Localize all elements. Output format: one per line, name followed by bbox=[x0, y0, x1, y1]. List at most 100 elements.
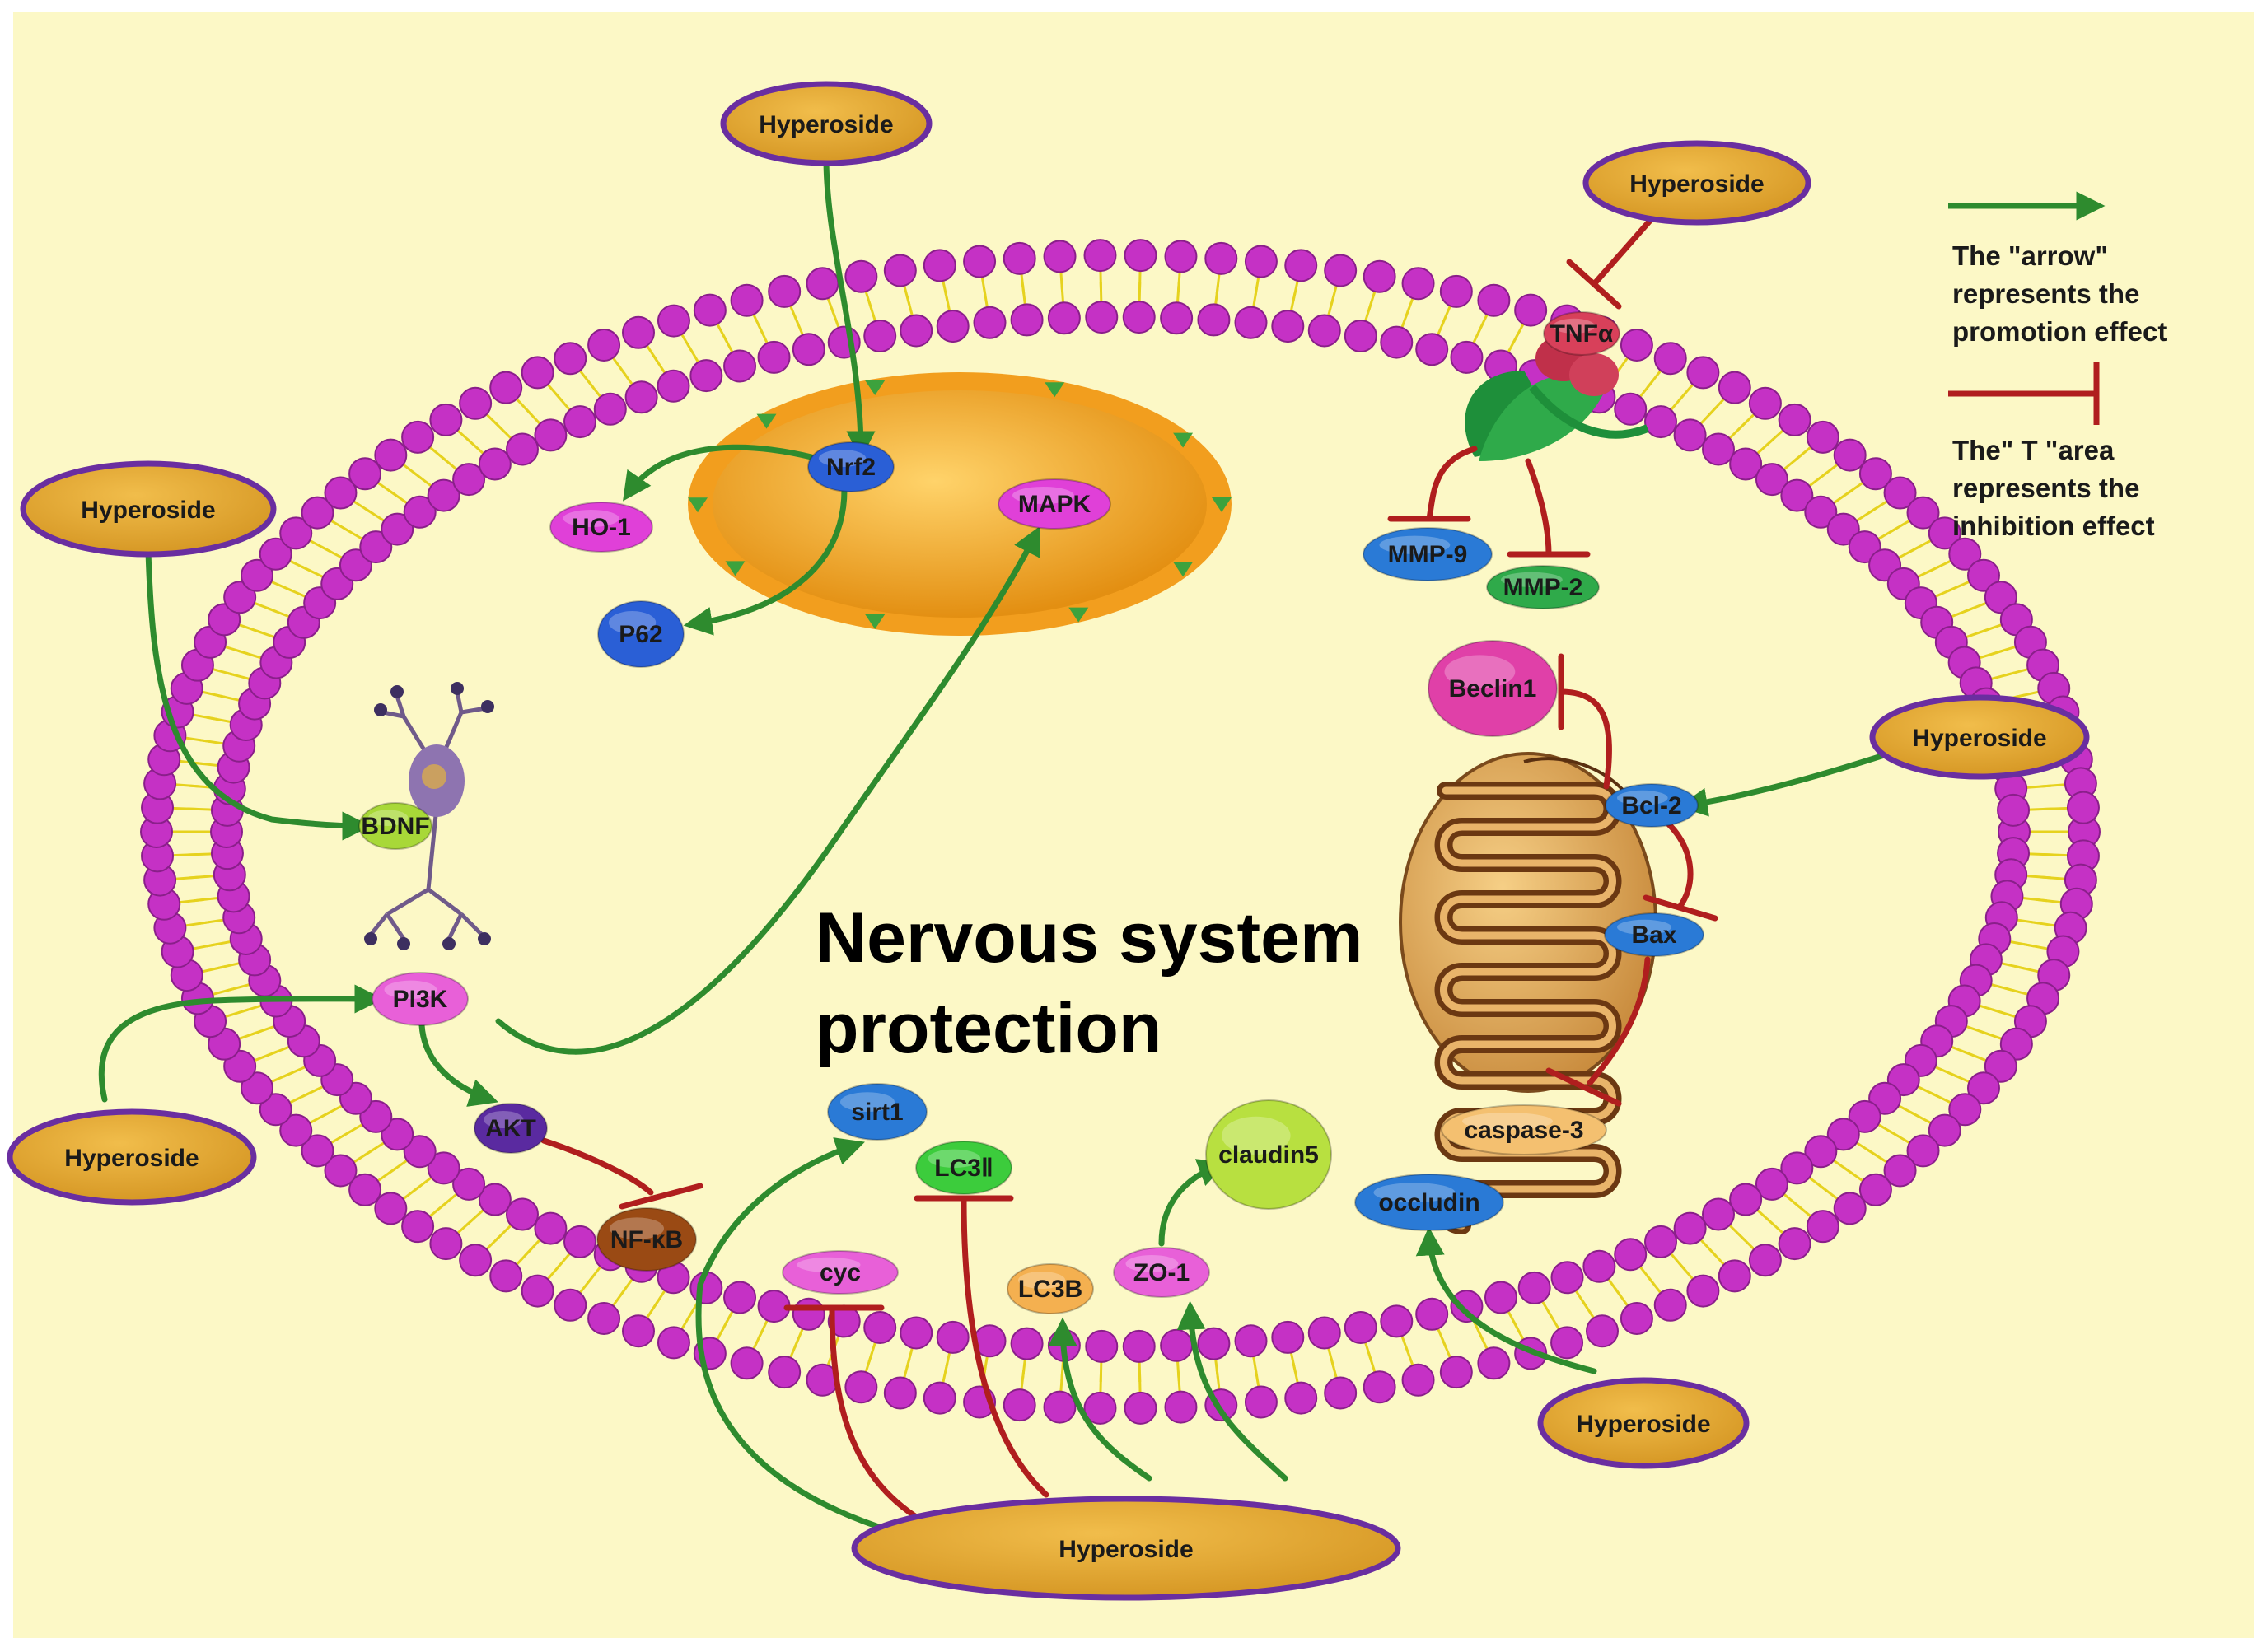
nucleus bbox=[688, 372, 1232, 636]
label-nrf2: Nrf2 bbox=[826, 454, 876, 481]
label-pi3k: PI3K bbox=[393, 986, 448, 1013]
label-nfkb: NF-κB bbox=[610, 1226, 683, 1253]
tnf-receptor bbox=[1465, 335, 1649, 461]
label-lc3b: LC3B bbox=[1018, 1276, 1082, 1303]
hyperoside-bottom: Hyperoside bbox=[851, 1496, 1401, 1601]
label-lc3ii: LC3Ⅱ bbox=[934, 1155, 993, 1182]
inhibition-lines bbox=[540, 211, 1718, 1527]
hyperoside-label: Hyperoside bbox=[81, 497, 215, 524]
label-cyc: cyc bbox=[820, 1259, 861, 1286]
hyperoside-right: Hyperoside bbox=[1869, 694, 2090, 780]
hyperoside-left: Hyperoside bbox=[20, 460, 277, 558]
label-bcl2: Bcl-2 bbox=[1621, 792, 1681, 819]
label-claudin5: claudin5 bbox=[1218, 1141, 1319, 1169]
label-mapk: MAPK bbox=[1018, 491, 1091, 518]
node-zo1: ZO-1 bbox=[1113, 1247, 1210, 1298]
inhibit-hyperoside-tnfa bbox=[1591, 211, 1659, 287]
node-pi3k: PI3K bbox=[372, 972, 469, 1026]
node-nrf2: Nrf2 bbox=[807, 441, 895, 492]
label-akt: AKT bbox=[485, 1115, 536, 1142]
label-occludin: occludin bbox=[1378, 1189, 1479, 1216]
hyperoside-label: Hyperoside bbox=[1629, 170, 1764, 198]
label-bax: Bax bbox=[1631, 922, 1676, 949]
legend-inhibit-line-3: inhibition effect bbox=[1952, 511, 2155, 541]
inhibit-hyperoside-lc3ii bbox=[961, 1197, 1049, 1498]
node-ho1: HO-1 bbox=[549, 502, 653, 553]
label-mmp9: MMP-9 bbox=[1388, 541, 1468, 568]
hyperoside-top: Hyperoside bbox=[720, 81, 933, 166]
hyperoside-bottom-left: Hyperoside bbox=[7, 1108, 257, 1206]
inhibit-bax-caspase3 bbox=[1587, 956, 1651, 1086]
arrow-hyperoside-to-sirt1 bbox=[695, 1137, 897, 1535]
label-ho1: HO-1 bbox=[572, 514, 631, 541]
node-bax: Bax bbox=[1604, 912, 1704, 957]
neuron-icon bbox=[364, 682, 494, 950]
promotion-arrows bbox=[98, 155, 1935, 1535]
hyperoside-nodes: HyperosideHyperosideHyperosideHyperoside… bbox=[7, 81, 2090, 1601]
label-tnfa: TNFα bbox=[1550, 320, 1614, 348]
label-p62: P62 bbox=[619, 621, 662, 648]
node-claudin5: claudin5 bbox=[1205, 1099, 1332, 1210]
title-line-2: protection bbox=[816, 989, 1162, 1068]
arrow-hyperoside-to-zo1 bbox=[1176, 1300, 1288, 1482]
arrow-hyperoside-to-bdnf bbox=[145, 548, 372, 841]
hyperoside-label: Hyperoside bbox=[1576, 1411, 1710, 1438]
hyperoside-label: Hyperoside bbox=[759, 111, 893, 138]
node-tnfa: TNFα bbox=[1543, 311, 1620, 356]
node-occludin: occludin bbox=[1354, 1174, 1504, 1231]
hyperoside-bottom-right: Hyperoside bbox=[1537, 1377, 1750, 1469]
arrow-hyperoside-to-lc3b bbox=[1048, 1317, 1152, 1482]
inhibit-bax-caspase3-bar bbox=[1545, 1067, 1622, 1107]
label-beclin1: Beclin1 bbox=[1449, 675, 1537, 702]
node-lc3ii: LC3Ⅱ bbox=[915, 1141, 1012, 1195]
node-mapk: MAPK bbox=[998, 478, 1111, 530]
node-bcl2: Bcl-2 bbox=[1605, 783, 1699, 828]
node-sirt1: sirt1 bbox=[827, 1083, 928, 1141]
label-mmp2: MMP-2 bbox=[1503, 574, 1583, 601]
node-beclin1: Beclin1 bbox=[1428, 640, 1558, 737]
mitochondrion bbox=[1399, 752, 1657, 1234]
arrow-hyperoside-to-occludin bbox=[1415, 1226, 1597, 1374]
node-nfkb: NF-κB bbox=[596, 1207, 697, 1272]
node-p62: P62 bbox=[597, 600, 685, 668]
label-bdnf: BDNF bbox=[361, 813, 429, 840]
label-zo1: ZO-1 bbox=[1134, 1259, 1190, 1286]
hyperoside-top-right: Hyperoside bbox=[1582, 140, 1811, 226]
arrow-pi3k-to-mapk bbox=[495, 525, 1040, 1055]
inhibit-hyperoside-tnfa-bar bbox=[1566, 259, 1622, 310]
hyperoside-label: Hyperoside bbox=[64, 1145, 199, 1172]
nuclear-pores bbox=[688, 380, 1232, 629]
node-caspase3: caspase-3 bbox=[1441, 1104, 1607, 1155]
inhibit-bcl2-beclin1 bbox=[1558, 688, 1612, 790]
arrow-pi3k-to-akt bbox=[418, 1022, 498, 1107]
legend-arrow-line-2: represents the bbox=[1952, 278, 2139, 309]
inhibit-akt-nfkb-bar bbox=[619, 1183, 703, 1210]
arrow-nrf2-to-p62 bbox=[683, 487, 848, 636]
node-cyc: cyc bbox=[782, 1250, 899, 1295]
node-mmp9: MMP-9 bbox=[1363, 527, 1493, 581]
inhibit-tnf-mmp2 bbox=[1525, 458, 1552, 558]
node-mmp2: MMP-2 bbox=[1486, 565, 1600, 609]
label-sirt1: sirt1 bbox=[851, 1099, 903, 1126]
inhibit-tnf-mmp9 bbox=[1426, 446, 1478, 522]
legend-arrow-line-3: promotion effect bbox=[1952, 316, 2167, 347]
legend-inhibit-line-2: represents the bbox=[1952, 473, 2139, 503]
inhibit-bcl2-bax-bar bbox=[1643, 894, 1718, 922]
node-akt: AKT bbox=[474, 1103, 548, 1154]
legend-inhibit-line-1: The" T "area bbox=[1952, 435, 2115, 465]
arrow-hyperoside-to-pi3k bbox=[98, 984, 384, 1103]
arrow-nrf2-to-ho1 bbox=[623, 444, 815, 502]
hyperoside-label: Hyperoside bbox=[1912, 725, 2046, 752]
hyperoside-label: Hyperoside bbox=[1059, 1536, 1193, 1563]
node-lc3b: LC3B bbox=[1007, 1263, 1094, 1314]
label-caspase3: caspase-3 bbox=[1464, 1117, 1583, 1144]
inhibit-bcl2-bax bbox=[1665, 820, 1694, 909]
legend-arrow-line-1: The "arrow" bbox=[1952, 240, 2108, 271]
inhibit-hyperoside-cyc bbox=[829, 1306, 930, 1527]
title-line-1: Nervous system bbox=[816, 898, 1363, 978]
node-bdnf: BDNF bbox=[358, 802, 432, 850]
legend: The "arrow" represents the promotion eff… bbox=[1948, 191, 2167, 541]
inhibit-akt-nfkb bbox=[540, 1137, 654, 1196]
